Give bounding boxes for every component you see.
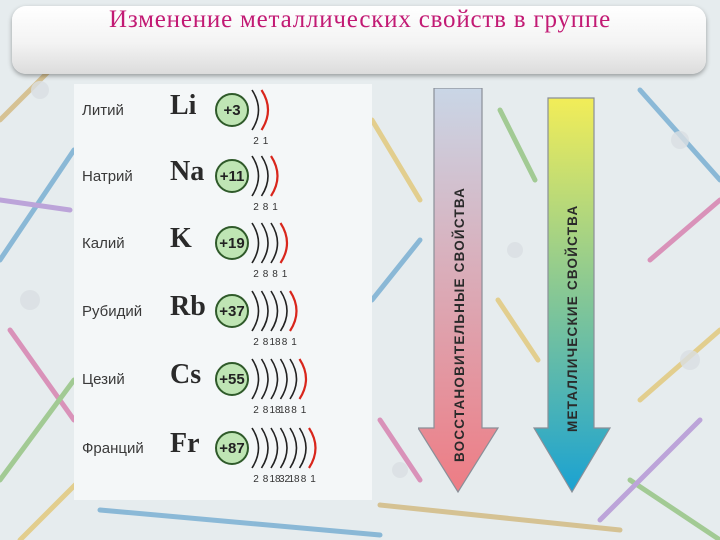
nucleus-charge: +37 [219, 303, 244, 320]
element-name: Франций [82, 440, 144, 457]
shell-electron-count: 32 [279, 474, 291, 485]
nucleus-circle [215, 226, 249, 260]
shell-electron-count: 2 [253, 202, 259, 213]
shell-electron-count: 8 [282, 337, 288, 348]
electron-shell [289, 358, 298, 400]
shell-electron-count: 2 [253, 474, 259, 485]
electron-shell [279, 290, 288, 332]
title-bar [12, 6, 706, 74]
electron-shell [270, 222, 279, 264]
nucleus-circle [215, 159, 249, 193]
electron-shell [279, 358, 288, 400]
electron-shell [251, 155, 260, 197]
shell-electron-count: 18 [269, 337, 281, 348]
nucleus-charge: +3 [223, 102, 240, 119]
electron-shell [289, 290, 298, 332]
electron-shell [260, 89, 270, 131]
nucleus-charge: +55 [219, 371, 244, 388]
nucleus-circle [215, 294, 249, 328]
electron-shell [270, 290, 279, 332]
shell-electron-count: 1 [310, 474, 316, 485]
electron-shell [260, 358, 269, 400]
shell-electron-count: 8 [291, 405, 297, 416]
electron-shell [260, 427, 269, 469]
electron-shell [251, 89, 260, 131]
shell-electron-count: 2 [253, 269, 259, 280]
shell-electron-count: 1 [282, 269, 288, 280]
electron-shell [260, 222, 269, 264]
shell-electron-count: 18 [269, 405, 281, 416]
electron-shell [279, 427, 288, 469]
metallic-properties-label: МЕТАЛЛИЧЕСКИЕ СВОЙСТВА [565, 205, 580, 432]
nucleus-circle [215, 362, 249, 396]
electron-shell [289, 427, 298, 469]
slide-title: Изменение металлических свойств в группе [108, 6, 612, 33]
shell-electron-count: 1 [291, 337, 297, 348]
nucleus-charge: +19 [219, 235, 244, 252]
shell-electron-count: 8 [263, 202, 269, 213]
shell-electron-count: 8 [272, 269, 278, 280]
shell-electron-count: 2 [253, 405, 259, 416]
electron-shell [260, 155, 269, 197]
nucleus-circle [215, 93, 249, 127]
nucleus-charge: +11 [220, 168, 245, 185]
shell-electron-count: 2 [253, 136, 259, 147]
shell-electron-count: 18 [288, 474, 300, 485]
metallic-properties-arrow: МЕТАЛЛИЧЕСКИЕ СВОЙСТВА [532, 97, 612, 494]
shell-electron-count: 18 [269, 474, 281, 485]
electron-shell [298, 427, 307, 469]
electron-shell [308, 427, 317, 469]
shell-electron-count: 18 [279, 405, 291, 416]
electron-shell [270, 427, 279, 469]
shell-electron-count: 8 [263, 337, 269, 348]
element-name: Литий [82, 102, 124, 119]
element-symbol: K [170, 223, 192, 254]
reducing-properties-label: ВОССТАНОВИТЕЛЬНЫЕ СВОЙСТВА [452, 187, 467, 462]
electron-shell [251, 358, 260, 400]
element-symbol: Fr [170, 428, 200, 459]
electron-shell [251, 222, 260, 264]
shell-electron-count: 1 [272, 202, 278, 213]
shell-electron-count: 8 [263, 269, 269, 280]
element-name: Цезий [82, 371, 125, 388]
shell-electron-count: 8 [263, 474, 269, 485]
shell-electron-count: 1 [301, 405, 307, 416]
shell-electron-count: 1 [263, 136, 269, 147]
element-symbol: Cs [170, 359, 202, 390]
nucleus-circle [215, 431, 249, 465]
element-symbol: Li [170, 90, 197, 121]
electron-shell [298, 358, 308, 400]
electron-shell [251, 290, 260, 332]
electron-shell [270, 155, 279, 197]
electron-shell [279, 222, 289, 264]
nucleus-charge: +87 [219, 440, 244, 457]
element-name: Калий [82, 235, 125, 252]
shell-electron-count: 8 [263, 405, 269, 416]
element-name: Натрий [82, 168, 133, 185]
shell-electron-count: 2 [253, 337, 259, 348]
element-name: Рубидий [82, 303, 143, 320]
shell-electron-count: 8 [301, 474, 307, 485]
electron-shell [270, 358, 279, 400]
reducing-properties-arrow: ВОССТАНОВИТЕЛЬНЫЕ СВОЙСТВА [418, 88, 500, 494]
element-symbol: Na [170, 156, 205, 187]
electron-shell [251, 427, 260, 469]
element-symbol: Rb [170, 291, 206, 322]
electron-shell [260, 290, 269, 332]
